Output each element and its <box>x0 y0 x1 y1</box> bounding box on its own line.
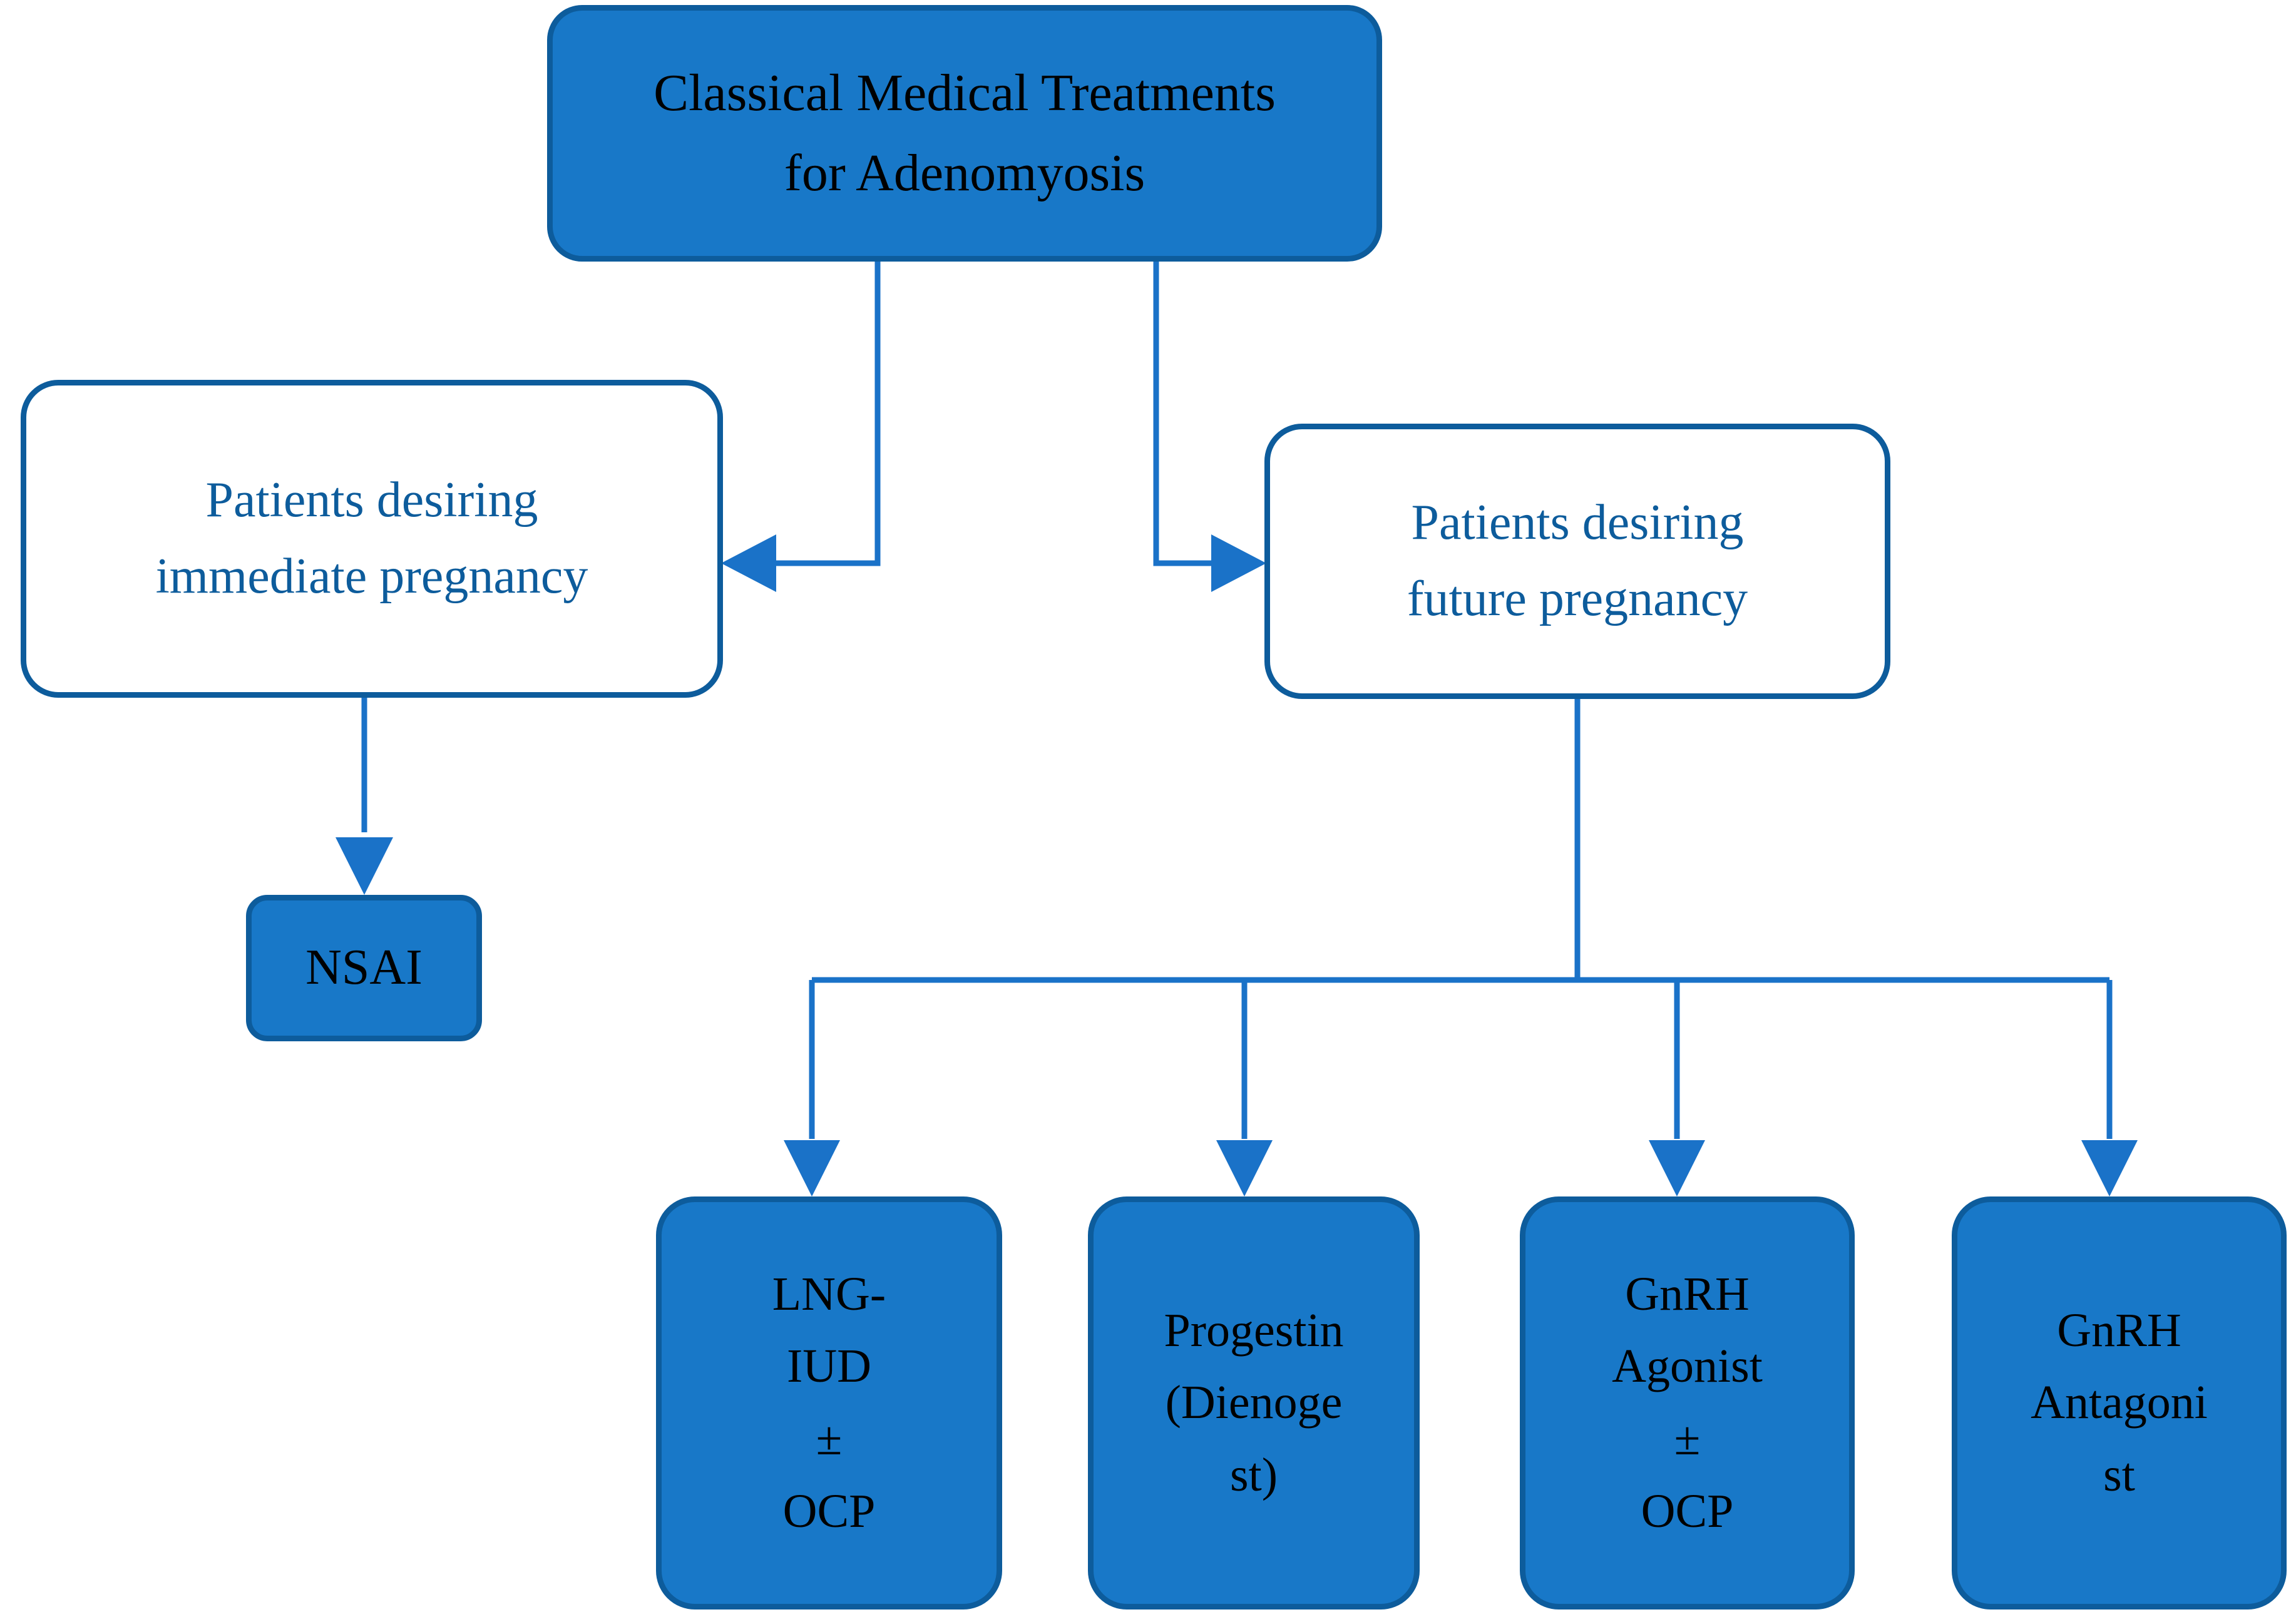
node-future-line-2: future pregnancy <box>1407 571 1748 626</box>
node-root-line-2: for Adenomyosis <box>784 144 1145 202</box>
node-immediate-line-1: Patients desiring <box>205 472 538 528</box>
node-future-line-1: Patients desiring <box>1411 495 1744 551</box>
node-gnrh-agonist[interactable]: GnRH Agonist ± OCP <box>1520 1196 1855 1609</box>
node-nsai[interactable]: NSAI <box>246 895 482 1041</box>
node-gnrh-agonist-line-1: GnRH <box>1625 1267 1750 1320</box>
node-immediate-line-2: immediate pregnancy <box>155 549 588 604</box>
node-nsai-line-1: NSAI <box>305 940 423 996</box>
edge-root-to-immediate <box>721 262 881 592</box>
node-lng-iud-line-3: ± <box>816 1412 843 1465</box>
edge-bus-to-gnrh-agonist <box>1649 980 1705 1196</box>
edge-bus-to-lng-iud <box>784 980 840 1196</box>
edge-future-to-bus <box>812 699 2109 983</box>
node-gnrh-agonist-line-3: ± <box>1674 1412 1701 1465</box>
node-root-line-1: Classical Medical Treatments <box>653 64 1276 123</box>
node-patients-desiring-future-pregnancy[interactable]: Patients desiring future pregnancy <box>1264 424 1890 699</box>
node-lng-iud-line-4: OCP <box>782 1484 876 1538</box>
edge-bus-to-progestin <box>1216 980 1273 1196</box>
node-classical-medical-treatments[interactable]: Classical Medical Treatments for Adenomy… <box>547 5 1382 262</box>
node-lng-iud[interactable]: LNG- IUD ± OCP <box>656 1196 1002 1609</box>
node-progestin-dienogest[interactable]: Progestin (Dienoge st) <box>1088 1196 1420 1609</box>
node-gnrh-antagonist-line-3: st <box>2103 1448 2135 1501</box>
node-progestin-line-1: Progestin <box>1164 1303 1344 1357</box>
node-gnrh-antagonist-line-2: Antagoni <box>2031 1376 2208 1429</box>
node-gnrh-antagonist[interactable]: GnRH Antagoni st <box>1952 1196 2287 1609</box>
node-lng-iud-line-1: LNG- <box>772 1267 886 1320</box>
edge-immediate-to-nsai <box>336 698 393 895</box>
node-gnrh-antagonist-line-1: GnRH <box>2057 1303 2181 1357</box>
node-progestin-line-3: st) <box>1230 1448 1278 1501</box>
node-progestin-line-2: (Dienoge <box>1165 1376 1343 1429</box>
node-lng-iud-line-2: IUD <box>786 1340 872 1393</box>
node-patients-desiring-immediate-pregnancy[interactable]: Patients desiring immediate pregnancy <box>21 380 723 698</box>
node-gnrh-agonist-line-2: Agonist <box>1612 1340 1763 1393</box>
edge-bus-to-gnrh-antagonist <box>2081 980 2138 1196</box>
edge-root-to-future <box>1153 262 1266 592</box>
node-gnrh-agonist-line-4: OCP <box>1641 1484 1734 1538</box>
